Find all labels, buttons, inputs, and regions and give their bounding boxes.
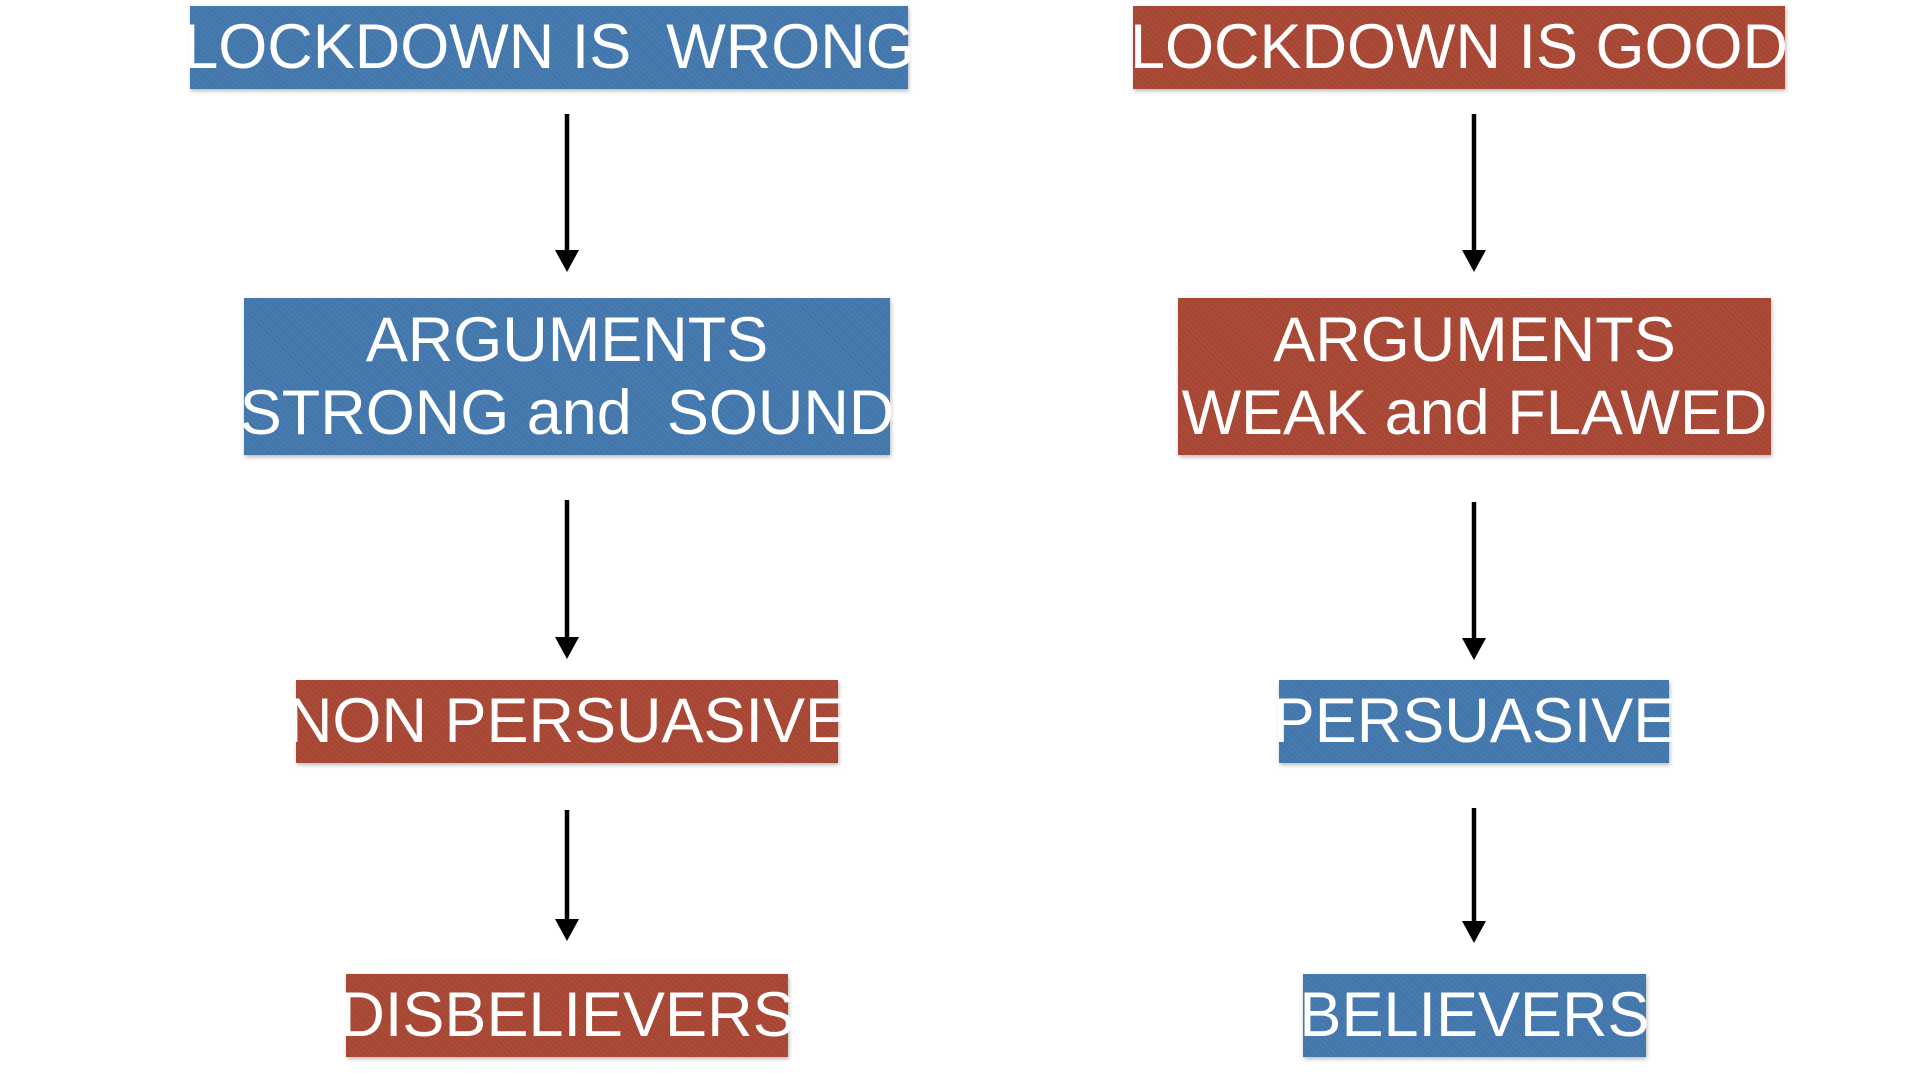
arrow-left-2 (555, 500, 579, 659)
node-lockdown-is-wrong: LOCKDOWN IS WRONG (183, 6, 915, 89)
arrow-left-3 (555, 810, 579, 941)
arrow-right-3 (1462, 808, 1486, 943)
node-arguments-weak-flawed-line2: WEAK and FLAWED (1181, 377, 1768, 448)
node-arguments-strong-sound-line1: ARGUMENTS (365, 305, 769, 376)
node-persuasive: PERSUASIVE (1273, 680, 1675, 763)
node-arguments-weak-flawed: ARGUMENTS WEAK and FLAWED (1178, 298, 1771, 455)
arrow-right-2 (1462, 502, 1486, 660)
node-disbelievers: DISBELIEVERS (339, 974, 795, 1057)
node-lockdown-is-wrong-label: LOCKDOWN IS WRONG (183, 12, 915, 83)
node-non-persuasive: NON PERSUASIVE (287, 680, 847, 763)
node-believers-label: BELIEVERS (1299, 980, 1650, 1051)
node-lockdown-is-good: LOCKDOWN IS GOOD (1129, 6, 1789, 89)
arrow-left-1 (555, 114, 579, 272)
node-disbelievers-label: DISBELIEVERS (339, 980, 795, 1051)
node-lockdown-is-good-label: LOCKDOWN IS GOOD (1129, 12, 1789, 83)
node-persuasive-label: PERSUASIVE (1272, 686, 1676, 757)
arrow-right-1 (1462, 114, 1486, 272)
node-non-persuasive-label: NON PERSUASIVE (286, 686, 848, 757)
node-arguments-strong-sound: ARGUMENTS STRONG and SOUND (240, 298, 894, 455)
node-arguments-strong-sound-line2: STRONG and SOUND (239, 377, 895, 448)
node-arguments-weak-flawed-line1: ARGUMENTS (1273, 305, 1676, 376)
node-believers: BELIEVERS (1299, 974, 1650, 1057)
